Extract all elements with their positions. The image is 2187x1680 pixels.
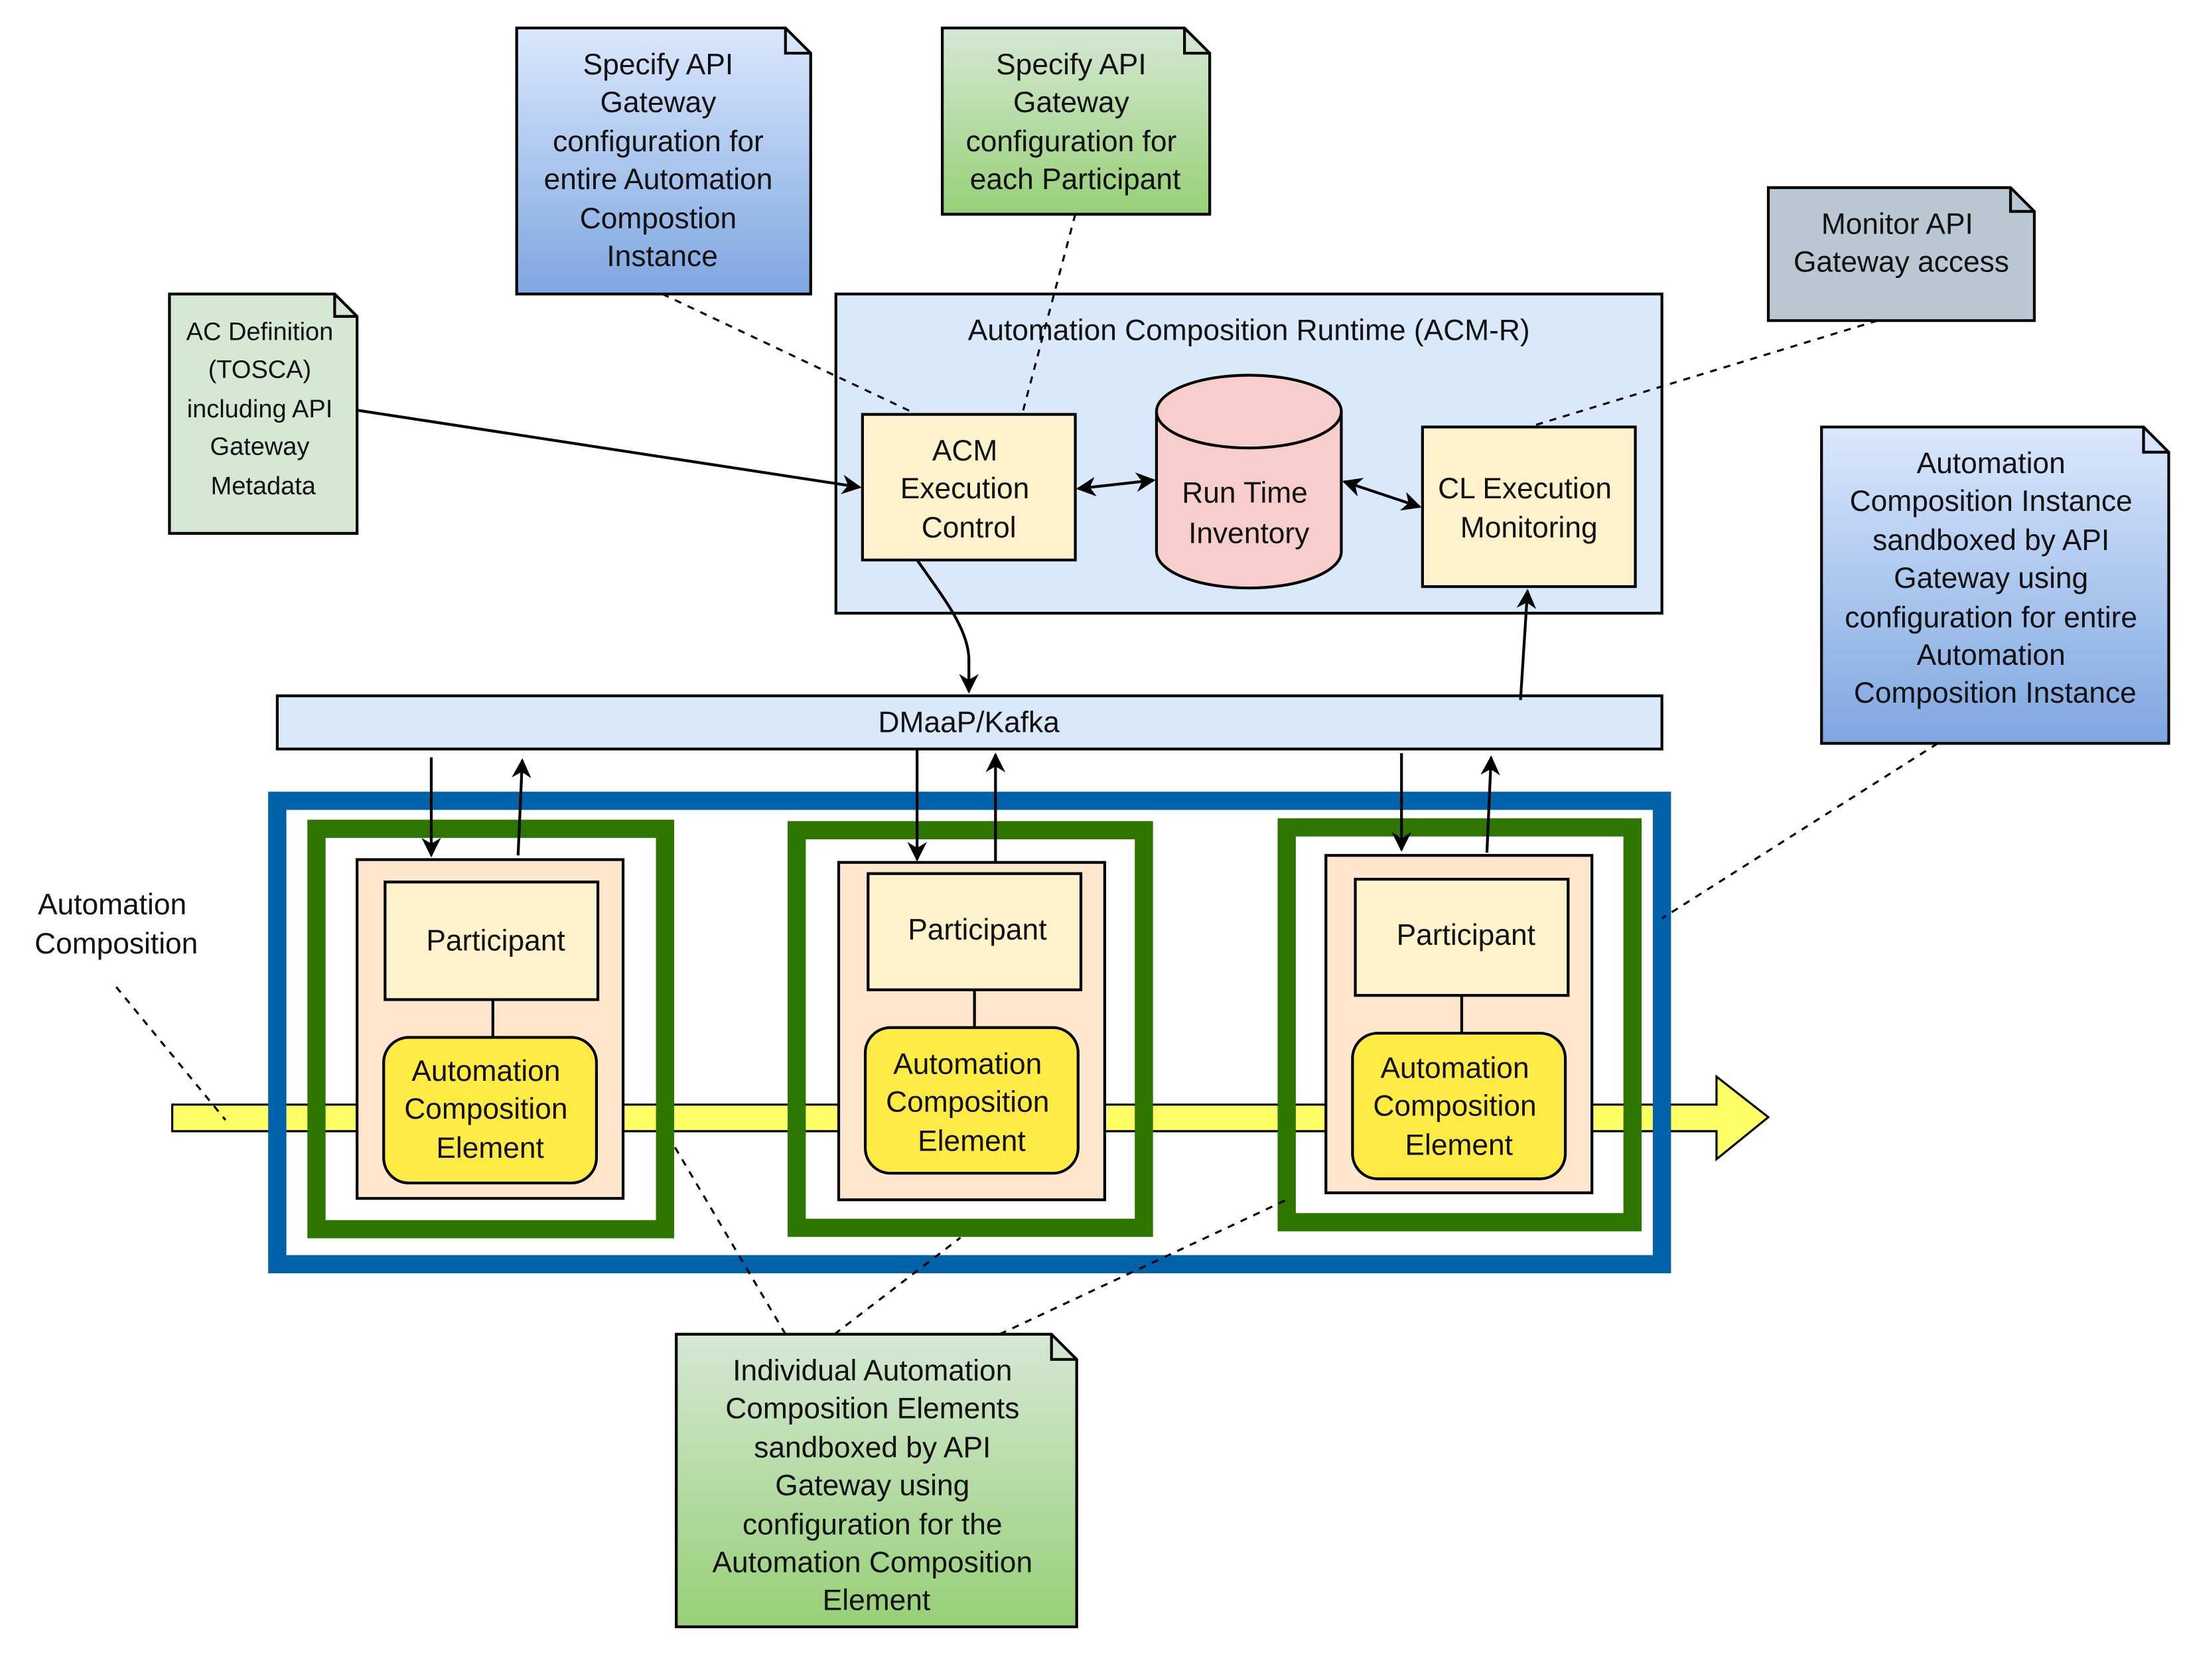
- cl-execution-monitoring: [1421, 425, 1637, 589]
- composition-element: [1351, 1032, 1567, 1180]
- connector-element-note-2: [833, 1236, 961, 1336]
- element-sandbox-frame: [787, 821, 1153, 1237]
- note-participant-gateway-config: [941, 27, 1212, 216]
- connector-participant-note: [1021, 214, 1077, 415]
- note-element-sandbox: [675, 1332, 1078, 1628]
- connector-element-note-3: [999, 1198, 1287, 1336]
- note-monitor-text: Monitor API Gateway access: [1794, 208, 2009, 278]
- note-participant-gateway-text: Specify API Gateway configuration for ea…: [966, 48, 1185, 196]
- participant-1-to-bus-arrow: [512, 758, 531, 856]
- participant-label: Participant: [1397, 919, 1535, 951]
- composition-element-label: Automation Composition Element: [404, 1055, 576, 1164]
- participant-3-to-bus-arrow: [1480, 755, 1500, 853]
- connector-instance-note: [662, 293, 918, 415]
- connector-composition-label: [115, 986, 227, 1121]
- bus-to-monitoring-arrow: [1516, 589, 1537, 701]
- composition-element-label: Automation Composition Element: [1373, 1052, 1545, 1162]
- execution-control-label: ACM Execution Control: [900, 435, 1038, 544]
- participant-box: [867, 872, 1083, 991]
- acmr-title: Automation Composition Runtime (ACM-R): [968, 315, 1530, 347]
- inventory-monitoring-arrow: [1342, 478, 1422, 511]
- element-sandbox-frame: [1277, 818, 1642, 1231]
- note-ac-definition-text: AC Definition (TOSCA) including API Gate…: [186, 318, 340, 500]
- inventory-label: Run Time Inventory: [1182, 476, 1316, 549]
- dashed-connectors: [115, 214, 1939, 1336]
- note-element-sandbox-text: Individual Automation Composition Elemen…: [712, 1354, 1040, 1616]
- note-monitor-gateway: [1766, 186, 2036, 322]
- instance-sandbox-frame: [268, 792, 1671, 1274]
- note-instance-sandbox-text: Automation Composition Instance sandboxe…: [1845, 447, 2145, 709]
- ac-definition-to-control-arrow: [356, 409, 862, 494]
- connector-monitor-note: [1528, 319, 1878, 429]
- composition-element: [863, 1026, 1080, 1175]
- acm-execution-control: [861, 413, 1077, 562]
- note-ac-definition: [168, 292, 359, 535]
- note-instance-sandbox: [1820, 425, 2170, 745]
- connector-instance-sandbox-note: [1661, 742, 1939, 920]
- monitoring-label: CL Execution Monitoring: [1438, 472, 1620, 544]
- element-sandbox-frame: [307, 819, 675, 1239]
- participant-group-2: Participant Automation Composition Eleme…: [787, 821, 1153, 1237]
- participant-group-3: Participant Automation Composition Eleme…: [1277, 818, 1642, 1231]
- bus-label: DMaaP/Kafka: [879, 707, 1060, 739]
- connector-element-note-1: [671, 1141, 787, 1335]
- note-instance-gateway-text: Specify API Gateway configuration for en…: [544, 48, 781, 273]
- control-to-bus-arrow: [916, 559, 979, 694]
- control-inventory-arrow: [1076, 472, 1156, 497]
- participant-label: Participant: [908, 914, 1046, 946]
- composition-element: [382, 1036, 599, 1185]
- automation-composition-label: Automation Composition: [35, 888, 198, 960]
- runtime-inventory-db: [1155, 374, 1343, 590]
- participant-label: Participant: [426, 925, 565, 957]
- dmaap-kafka-bus: [275, 694, 1663, 750]
- note-instance-gateway-config: [515, 27, 812, 296]
- composition-element-label: Automation Composition Element: [886, 1048, 1058, 1157]
- participant-group-1: Participant Automation Composition Eleme…: [307, 819, 675, 1239]
